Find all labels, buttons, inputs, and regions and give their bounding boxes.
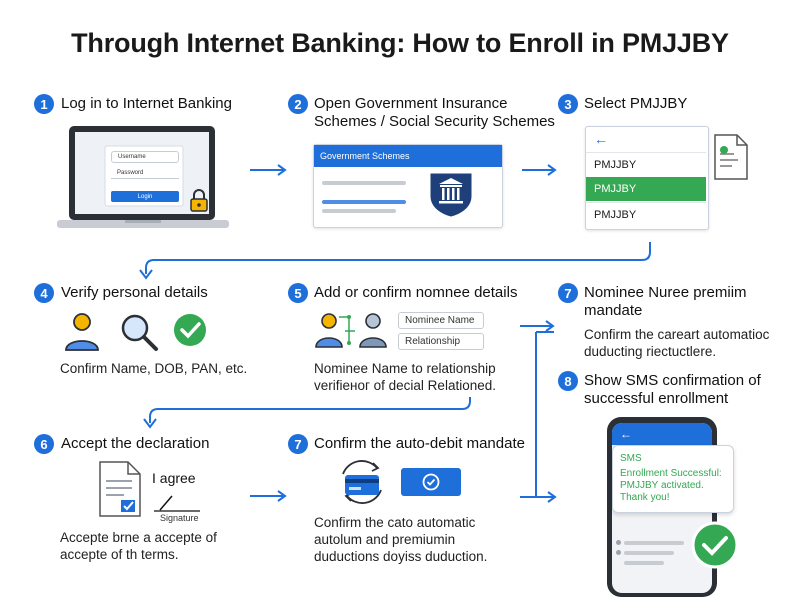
step-7b-desc-line1: Confirm the cato automatic (314, 515, 476, 530)
step-7b-desc-line3: duductions doyiss duduction. (314, 549, 488, 564)
check-circle-icon (174, 314, 206, 346)
arrow-right-icon (522, 164, 557, 176)
page-title: Through Internet Banking: How to Enroll … (71, 28, 729, 58)
sms-label: SMS (620, 453, 642, 464)
step-3-number: 3 (558, 94, 578, 114)
relationship-field[interactable]: Relationship (398, 333, 484, 350)
step-4-title: Verify personal details (61, 284, 208, 301)
step-6-desc-line2: accepte of th terms. (60, 547, 179, 562)
signature-pen-icon (154, 495, 200, 512)
step-7b-desc-line2: autolum and premiumin (314, 532, 456, 547)
step-7a-title-line1: Nominee Nuree premiim (584, 284, 747, 301)
verify-icons (65, 313, 206, 351)
sms-line2: PMJJBY activated. (620, 480, 704, 491)
step-8-number: 8 (558, 371, 578, 391)
arrow-right-icon (250, 164, 287, 176)
step-1-title: Log in to Internet Banking (61, 95, 232, 112)
scheme-option[interactable]: PMJJBY (586, 152, 706, 176)
step-7b-number: 7 (288, 434, 308, 454)
success-check-icon (691, 521, 739, 569)
arrow-right-icon (520, 320, 555, 332)
scheme-option[interactable]: PMJJBY (586, 202, 706, 226)
lock-icon (190, 189, 208, 212)
government-building-icon (430, 173, 472, 217)
person-icon (65, 313, 99, 351)
connector-arrow (143, 397, 471, 429)
step-8-title-line2: successful enrollment (584, 390, 729, 407)
placeholder-line (322, 209, 396, 213)
step-7a-desc-line2: duducting riectuctlere. (584, 344, 717, 359)
username-field[interactable]: Username (111, 151, 179, 163)
step-5-title: Add or confirm nomnee details (314, 284, 518, 301)
step-6-desc-line1: Accepte brne a accepte of (60, 530, 217, 545)
placeholder-line (322, 200, 406, 204)
gov-schemes-header: Government Schemes (314, 145, 502, 167)
declaration-document-icon (99, 461, 141, 517)
sms-bubble: SMS Enrollment Successful: PMJJBY activa… (612, 445, 734, 513)
connector-arrow (139, 242, 651, 280)
back-arrow-icon[interactable]: ← (612, 423, 712, 445)
step-3-title: Select PMJJBY (584, 95, 688, 112)
check-circle-icon (422, 473, 440, 491)
card-cycle-icon (342, 460, 382, 504)
step-7b-title: Confirm the auto-debit mandate (314, 435, 525, 452)
step-2-number: 2 (288, 94, 308, 114)
agree-label: I agree (152, 470, 196, 486)
signature-label: Signature (160, 513, 199, 523)
step-5-desc-line2: verifieног of decial Relationed. (314, 378, 496, 393)
document-check-icon (714, 134, 748, 180)
step-7a-desc-line1: Confirm the careart automatioc (584, 327, 770, 342)
step-4-desc: Confirm Name, DOB, PAN, etc. (60, 361, 248, 376)
sms-line3: Thank you! (620, 492, 670, 503)
step-2-title-line1: Open Government Insurance (314, 95, 508, 112)
step-6-title: Accept the declaration (61, 435, 210, 452)
scheme-select-list: ← PMJJBY PMJJBY PMJJBY (585, 126, 709, 230)
step-1-number: 1 (34, 94, 54, 114)
nominee-name-field[interactable]: Nominee Name (398, 312, 484, 329)
step-5-number: 5 (288, 283, 308, 303)
gov-schemes-window: Government Schemes (313, 144, 503, 228)
step-7a-title-line2: mandate (584, 302, 643, 319)
step-4-number: 4 (34, 283, 54, 303)
login-button[interactable]: Login (111, 191, 179, 202)
step-8-title-line1: Show SMS confirmation of (584, 372, 761, 389)
magnifier-icon (121, 314, 158, 351)
mandate-confirm-button[interactable] (401, 468, 461, 496)
step-5-desc-line1: Nominee Name to relationship (314, 361, 496, 376)
scheme-option-selected[interactable]: PMJJBY (586, 177, 706, 201)
step-7a-number: 7 (558, 283, 578, 303)
back-arrow-icon[interactable]: ← (594, 131, 608, 147)
connector-arrow (520, 331, 557, 503)
step-2-title-line2: Schemes / Social Security Schemes (314, 113, 555, 130)
step-6-number: 6 (34, 434, 54, 454)
nominee-people-icon (315, 313, 387, 348)
password-field[interactable]: Password (111, 167, 179, 179)
sms-line1: Enrollment Successful: (620, 468, 722, 479)
placeholder-line (322, 181, 406, 185)
arrow-right-icon (250, 490, 287, 502)
